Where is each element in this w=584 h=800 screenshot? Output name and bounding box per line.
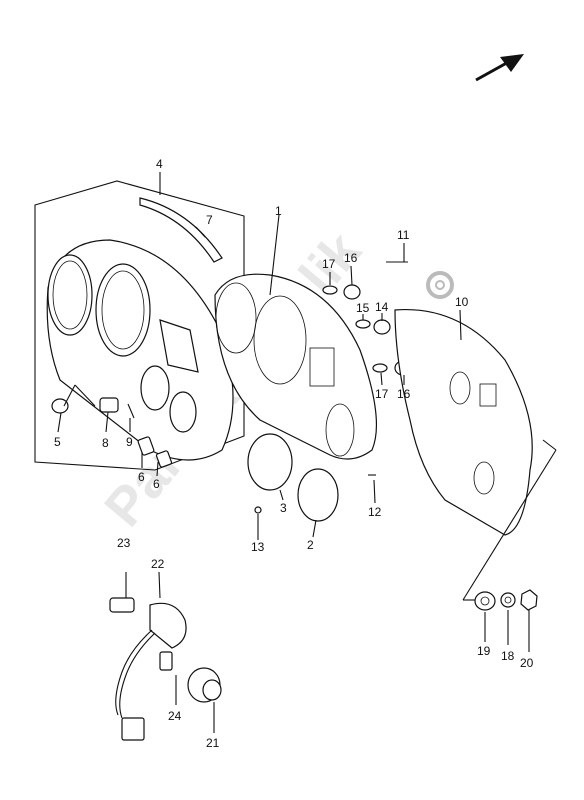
callout-2: 2 — [307, 538, 314, 552]
callout-3: 3 — [280, 501, 287, 515]
callout-13: 13 — [251, 540, 265, 554]
callout-10: 10 — [455, 295, 469, 309]
callout-7: 7 — [206, 213, 213, 227]
callout-4: 4 — [156, 157, 163, 171]
callout-12: 12 — [368, 505, 382, 519]
callout-5: 5 — [54, 435, 61, 449]
callout-1: 1 — [275, 204, 282, 218]
callout-18: 18 — [501, 649, 515, 663]
callout-16b: 16 — [397, 387, 411, 401]
nut-washer-set — [474, 589, 538, 611]
callout-19: 19 — [477, 644, 491, 658]
speed-sensor-harness — [109, 597, 222, 741]
callout-8: 8 — [102, 436, 109, 450]
leader-lines — [57, 172, 557, 733]
callout-16a: 16 — [344, 251, 358, 265]
callout-11: 11 — [397, 228, 410, 242]
callout-23: 23 — [117, 536, 131, 550]
callout-17a: 17 — [322, 257, 336, 271]
callout-17b: 17 — [375, 387, 389, 401]
callout-6b: 6 — [153, 477, 160, 491]
callout-21: 21 — [206, 736, 220, 750]
callout-14: 14 — [375, 300, 389, 314]
gear-icon — [426, 271, 454, 299]
callout-9: 9 — [126, 435, 133, 449]
callout-6a: 6 — [138, 470, 145, 484]
callout-20: 20 — [520, 656, 534, 670]
callout-22: 22 — [151, 557, 165, 571]
meter-case — [394, 308, 533, 536]
meter-unit — [214, 261, 412, 522]
callout-24: 24 — [168, 709, 182, 723]
direction-arrow-icon — [475, 54, 524, 82]
callout-labels: 1 2 3 4 5 6 6 7 8 9 10 11 12 13 14 15 16… — [54, 157, 534, 750]
callout-15: 15 — [356, 301, 370, 315]
